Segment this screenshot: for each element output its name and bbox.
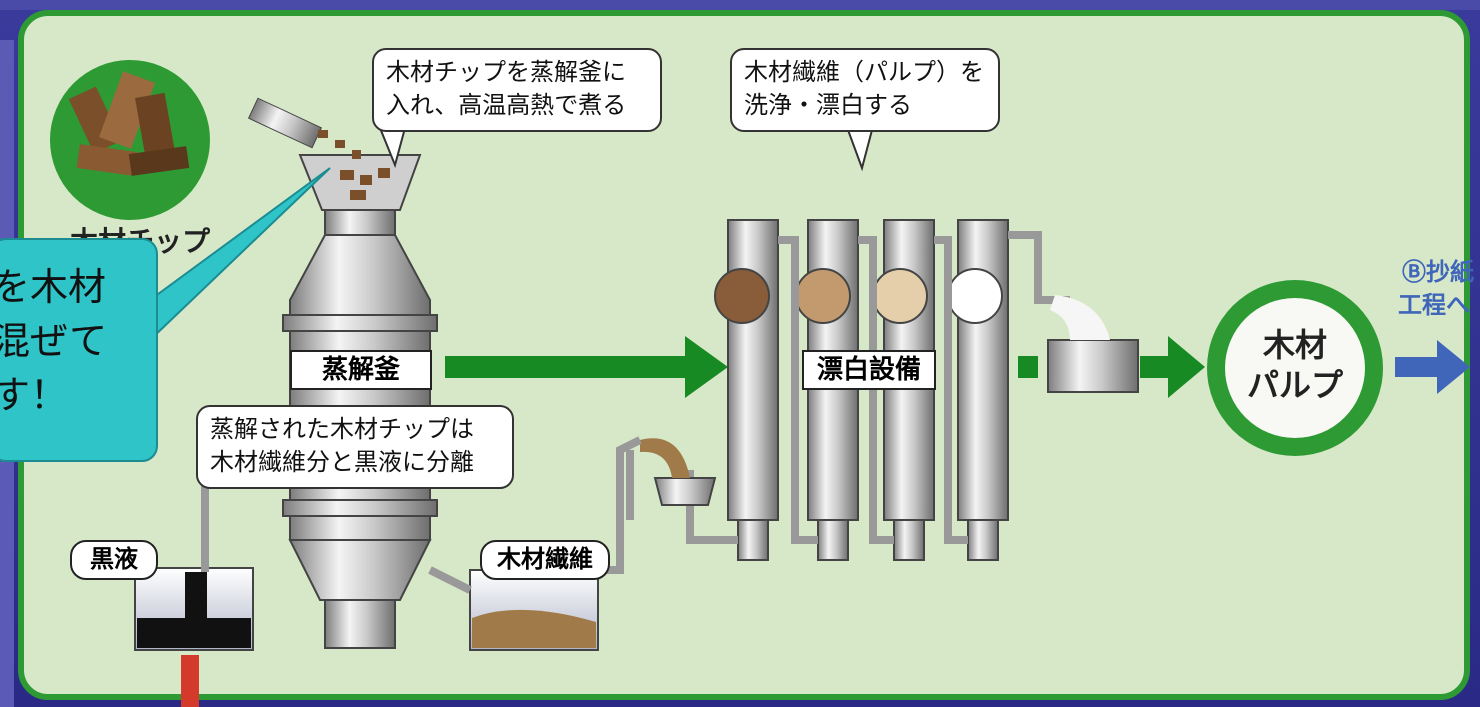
wood-chip-icon xyxy=(50,60,210,220)
flow-arrow-bleach-to-pulp xyxy=(1018,336,1205,398)
bubble-separation-line1: 蒸解された木材チップは xyxy=(210,415,474,443)
callout-line2: 混ぜて xyxy=(0,319,108,363)
callout-line1: を木材 xyxy=(0,265,107,309)
next-step-label: 工程へ xyxy=(1398,291,1470,319)
bubble-chips-into-digester: 木材チップを蒸解釜に 入れ、高温高熱で煮る xyxy=(372,48,662,132)
bubble-tail-wash xyxy=(846,129,874,172)
chip-chute xyxy=(247,97,323,149)
pulp-label: 木材 パルプ xyxy=(1240,325,1350,405)
bubble-separation-line2: 木材繊維分と黒液に分離 xyxy=(210,448,474,476)
bubble-separation: 蒸解された木材チップは 木材繊維分と黒液に分離 xyxy=(196,405,514,489)
callout-line3: す！ xyxy=(0,373,69,417)
black-liquor-tank xyxy=(134,567,254,651)
next-step-marker: Ⓑ抄紙 xyxy=(1402,258,1474,286)
wood-fiber-label: 木材繊維 xyxy=(480,540,610,580)
digester-label: 蒸解釜 xyxy=(290,350,432,390)
bubble-chips-line2: 入れ、高温高熱で煮る xyxy=(386,91,627,119)
flow-arrow-digester-to-bleach xyxy=(445,336,728,398)
bubble-wash-line2: 洗浄・漂白する xyxy=(744,91,912,119)
falling-chips xyxy=(318,130,390,200)
wood-fiber-tank xyxy=(469,569,599,651)
pulp-label-line2: パルプ xyxy=(1246,366,1343,404)
wood-fiber-pipe xyxy=(428,436,642,594)
fiber-feed-tray xyxy=(653,477,717,506)
pulp-tray xyxy=(1047,339,1139,393)
pulp-label-line1: 木材 xyxy=(1262,326,1327,364)
bubble-wash-bleach: 木材繊維（パルプ）を 洗浄・漂白する xyxy=(730,48,1000,132)
bleach-label: 漂白設備 xyxy=(802,350,936,390)
flow-arrow-to-papermaking xyxy=(1395,340,1470,394)
speech-callout: を木材 混ぜて す！ xyxy=(0,238,158,462)
fiber-pour xyxy=(640,438,690,478)
bleach-columns xyxy=(714,219,1009,561)
top-stripe xyxy=(0,0,1480,10)
pulp-pour xyxy=(1050,295,1110,340)
bubble-wash-line1: 木材繊維（パルプ）を xyxy=(744,58,984,86)
bubble-chips-line1: 木材チップを蒸解釜に xyxy=(386,58,626,86)
pulp-icon xyxy=(1207,280,1383,456)
red-outlet-pipe xyxy=(181,655,199,707)
black-liquor-label: 黒液 xyxy=(70,540,158,580)
